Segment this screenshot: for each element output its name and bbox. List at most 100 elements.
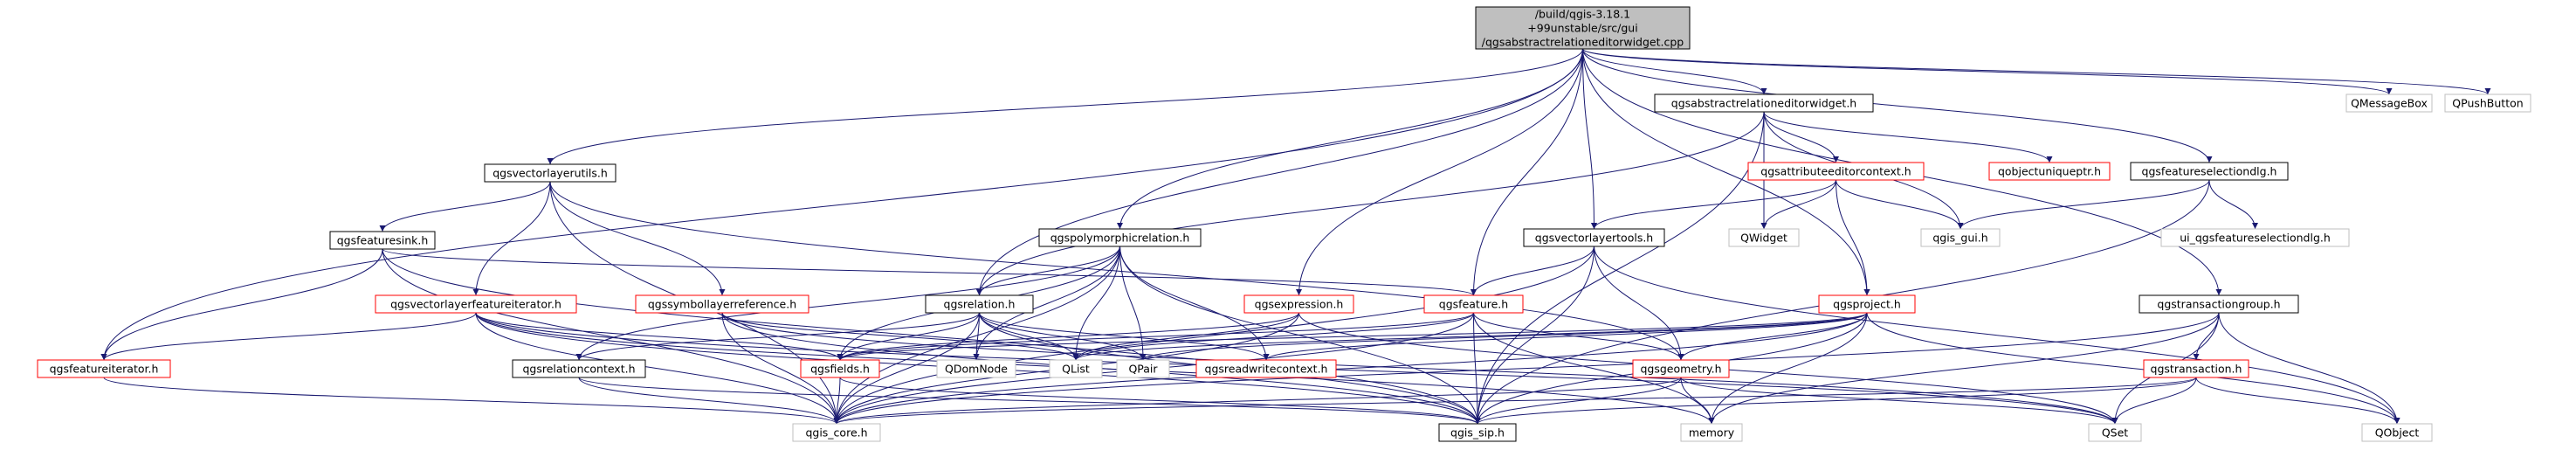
edge-qgsgeometry-to-qgis-sip (1474, 377, 1682, 425)
node-label: QSet (2102, 426, 2128, 440)
node-label: qgstransactiongroup.h (2157, 298, 2280, 311)
node-qpushbutton[interactable]: QPushButton (2444, 93, 2531, 113)
edge-qgsvectorlayerfeatureiterator-to-qgsfeatureiterator (100, 312, 477, 361)
edge-qgsgeometry-to-qset (1680, 377, 2118, 425)
node-qgspolymorphicrelation[interactable]: qgspolymorphicrelation.h (1038, 228, 1202, 247)
node-box (1523, 228, 1665, 247)
edge-qgsexpression-to-qgsfields (837, 312, 1299, 361)
node-label: QPushButton (2452, 97, 2523, 110)
node-label: qgsrelation.h (944, 298, 1016, 311)
node-label: qgsabstractrelationeditorwidget.h (1671, 97, 1856, 110)
node-label: qgis_core.h (805, 426, 867, 440)
node-qgsfields[interactable]: qgsfields.h (800, 359, 880, 378)
edge-qgsfeature-to-memory (1473, 312, 1715, 425)
edge-qgsfeatureselectiondlg-to-qgis-gui (1957, 179, 2210, 230)
edge-root-to-qgsfeature (1471, 48, 1583, 296)
node-qset[interactable]: QSet (2088, 423, 2142, 442)
node-qgstransactiongroup[interactable]: qgstransactiongroup.h (2139, 294, 2299, 314)
edge-root-to-qgsabstractrelationeditorwidget (1582, 48, 1767, 95)
edge-qgsproject-to-qgsgeometry (1677, 312, 1868, 361)
node-qgsabstractrelationeditorwidget[interactable]: qgsabstractrelationeditorwidget.h (1654, 93, 1874, 113)
node-ui-qgsfeatureselectiondlg[interactable]: ui_qgsfeatureselectiondlg.h (2160, 228, 2350, 247)
node-qobjectuniqueptr[interactable]: qobjectuniqueptr.h (1988, 162, 2111, 181)
node-qgsreadwritecontext[interactable]: qgsreadwritecontext.h (1195, 359, 1337, 378)
node-box (1475, 6, 1691, 50)
node-box (800, 359, 880, 378)
edge-qgsvectorlayerutils-to-qgsgeometry (549, 181, 1684, 361)
edge-qgstransaction-to-qgis-sip (1474, 377, 2197, 425)
node-label: qgsvectorlayertools.h (1535, 232, 1653, 245)
node-box (375, 294, 577, 314)
node-label: qgssymbollayerreference.h (648, 298, 796, 311)
node-qgsvectorlayerutils[interactable]: qgsvectorlayerutils.h (484, 163, 616, 183)
node-qgsproject[interactable]: qgsproject.h (1818, 294, 1916, 314)
edge-root-to-qgsproject (1582, 48, 1870, 296)
node-qgsgeometry[interactable]: qgsgeometry.h (1632, 359, 1730, 378)
node-qgsattributeeditorcontext[interactable]: qgsattributeeditorcontext.h (1747, 162, 1925, 181)
node-label: QObject (2375, 426, 2420, 440)
node-qgsfeatureiterator[interactable]: qgsfeatureiterator.h (37, 359, 171, 378)
edge-qgsvectorlayertools-to-qgsgeometry (1594, 246, 1684, 361)
edge-qgssymbollayerreference-to-qlist (721, 312, 1079, 361)
node-qgis-core[interactable]: qgis_core.h (792, 423, 881, 442)
edge-qgsfeaturesink-to-qgis-core (382, 248, 840, 425)
node-qlist[interactable]: QList (1049, 359, 1103, 378)
edge-qgstransaction-to-qset (2111, 377, 2197, 425)
node-box (1195, 359, 1337, 378)
node-qgsexpression[interactable]: qgsexpression.h (1243, 294, 1354, 314)
node-label: qgsfeatureiterator.h (50, 363, 159, 376)
node-qgsfeaturesink[interactable]: qgsfeaturesink.h (329, 231, 436, 250)
edge-qgsvectorlayerutils-to-qgsfeaturesink (379, 181, 551, 232)
node-qgstransaction[interactable]: qgstransaction.h (2143, 359, 2249, 378)
node-label: +99unstable/src/gui (1527, 22, 1637, 35)
node-memory[interactable]: memory (1680, 423, 1743, 442)
node-qgis-sip[interactable]: qgis_sip.h (1438, 423, 1517, 442)
node-qmessagebox[interactable]: QMessageBox (2345, 93, 2433, 113)
edge-qgsfeatureselectiondlg-to-ui-qgsfeatureselectiondlg (2208, 179, 2258, 230)
edge-qgsrelationcontext-to-qgis-sip (578, 377, 1481, 425)
node-box (1038, 228, 1202, 247)
node-qpair[interactable]: QPair (1116, 359, 1170, 378)
node-qgsvectorlayerfeatureiterator[interactable]: qgsvectorlayerfeatureiterator.h (375, 294, 577, 314)
edge-qgssymbollayerreference-to-qset (721, 312, 2118, 425)
node-label: /build/qgis-3.18.1 (1535, 8, 1630, 21)
edge-qgsfeaturesink-to-qgis-sip (382, 248, 1481, 425)
edge-qgsrelation-to-qlist (979, 312, 1079, 361)
node-root[interactable]: /build/qgis-3.18.1+99unstable/src/gui/qg… (1475, 6, 1691, 50)
edge-qgstransactiongroup-to-qgis-core (833, 312, 2220, 425)
node-qwidget[interactable]: QWidget (1728, 228, 1800, 247)
node-box (2345, 93, 2433, 113)
node-qgsrelationcontext[interactable]: qgsrelationcontext.h (512, 359, 646, 378)
node-box (2444, 93, 2531, 113)
node-box (329, 231, 436, 250)
edge-qgsproject-to-qgsreadwritecontext (1263, 312, 1868, 361)
node-qgis-gui[interactable]: qgis_gui.h (1920, 228, 2001, 247)
node-label: qgsrelationcontext.h (522, 363, 635, 376)
edge-qgsvectorlayerfeatureiterator-to-qgsfields (475, 312, 844, 361)
node-box (2139, 294, 2299, 314)
edge-qgsabstractrelationeditorwidget-to-qgsattributeeditorcontext (1763, 111, 1839, 163)
node-qdomnode[interactable]: QDomNode (936, 359, 1016, 378)
node-qobject[interactable]: QObject (2361, 423, 2433, 442)
edge-qgsvectorlayerutils-to-qgssymbollayerreference (549, 181, 726, 296)
node-box (1049, 359, 1103, 378)
node-qgssymbollayerreference[interactable]: qgssymbollayerreference.h (635, 294, 809, 314)
node-qgsfeature[interactable]: qgsfeature.h (1423, 294, 1524, 314)
node-box (792, 423, 881, 442)
node-label: qgsattributeeditorcontext.h (1760, 165, 1911, 178)
edge-qgsattributeeditorcontext-to-qgis-gui (1836, 179, 1964, 230)
edge-qgsvectorlayerutils-to-qgsvectorlayerfeatureiterator (472, 181, 551, 296)
node-label: QWidget (1740, 232, 1787, 245)
node-label: qgsproject.h (1833, 298, 1901, 311)
node-box (1728, 228, 1800, 247)
node-label: qgsfeatureselectiondlg.h (2142, 165, 2277, 178)
edge-qgspolymorphicrelation-to-qdomnode (973, 246, 1120, 361)
edge-qgspolymorphicrelation-to-qlist (1072, 246, 1120, 361)
node-qgsrelation[interactable]: qgsrelation.h (925, 294, 1034, 314)
node-qgsfeatureselectiondlg[interactable]: qgsfeatureselectiondlg.h (2130, 162, 2289, 181)
node-label: QMessageBox (2351, 97, 2428, 110)
edge-qgsattributeeditorcontext-to-qgsvectorlayertools (1591, 179, 1836, 230)
node-label: qgsfeature.h (1439, 298, 1508, 311)
node-box (1920, 228, 2001, 247)
node-qgsvectorlayertools[interactable]: qgsvectorlayertools.h (1523, 228, 1665, 247)
